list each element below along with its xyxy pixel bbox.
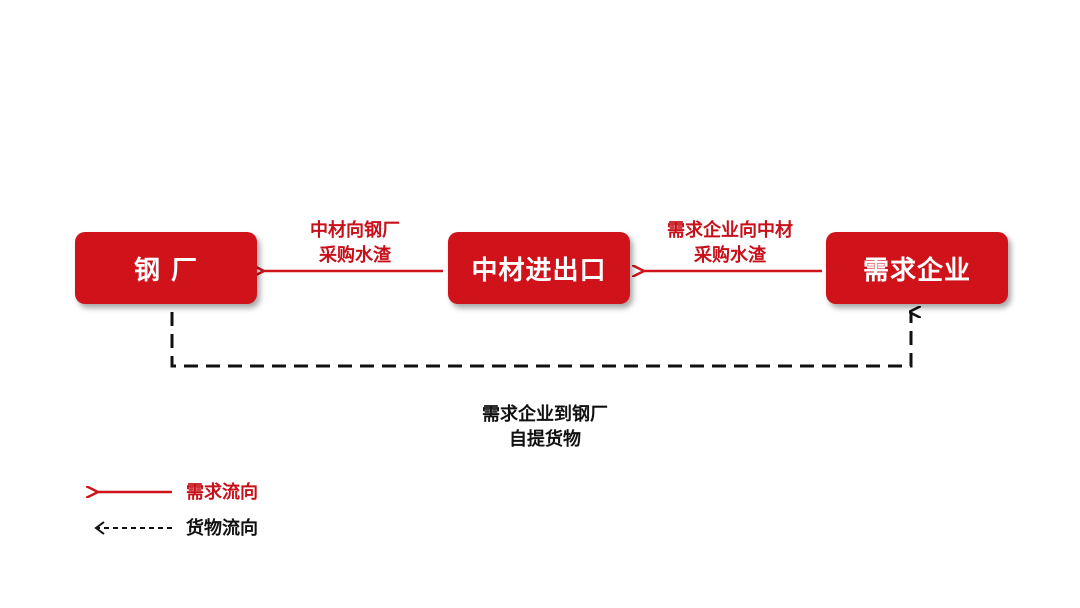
node-demand-enterprise-label: 需求企业 <box>862 255 971 286</box>
flow-label-line: 需求企业向中材 <box>667 220 793 241</box>
flow-label-line: 中材向钢厂 <box>310 220 400 241</box>
flow-label-line: 采购水渣 <box>319 245 391 266</box>
flow-label-self-pickup: 需求企业到钢厂 自提货物 <box>455 402 635 452</box>
flow-label-demand-to-zhongcai: 需求企业向中材 采购水渣 <box>650 218 810 268</box>
goods-flow-path <box>170 312 911 368</box>
legend-goods-arrowhead <box>94 521 105 535</box>
flow-label-line: 需求企业到钢厂 <box>482 404 608 425</box>
node-demand-enterprise: 需求企业 <box>826 232 1008 304</box>
legend-goods-flow: 货物流向 <box>186 518 258 539</box>
node-zhongcai-label: 中材进出口 <box>471 255 607 286</box>
node-steel-mill: 钢 厂 <box>75 232 257 304</box>
node-zhongcai: 中材进出口 <box>448 232 630 304</box>
node-steel-mill-label: 钢 厂 <box>133 255 199 286</box>
flow-label-zhongcai-to-steel: 中材向钢厂 采购水渣 <box>290 218 420 268</box>
flow-label-line: 采购水渣 <box>694 245 766 266</box>
legend-demand-flow: 需求流向 <box>186 482 258 503</box>
flow-label-line: 自提货物 <box>509 429 581 450</box>
